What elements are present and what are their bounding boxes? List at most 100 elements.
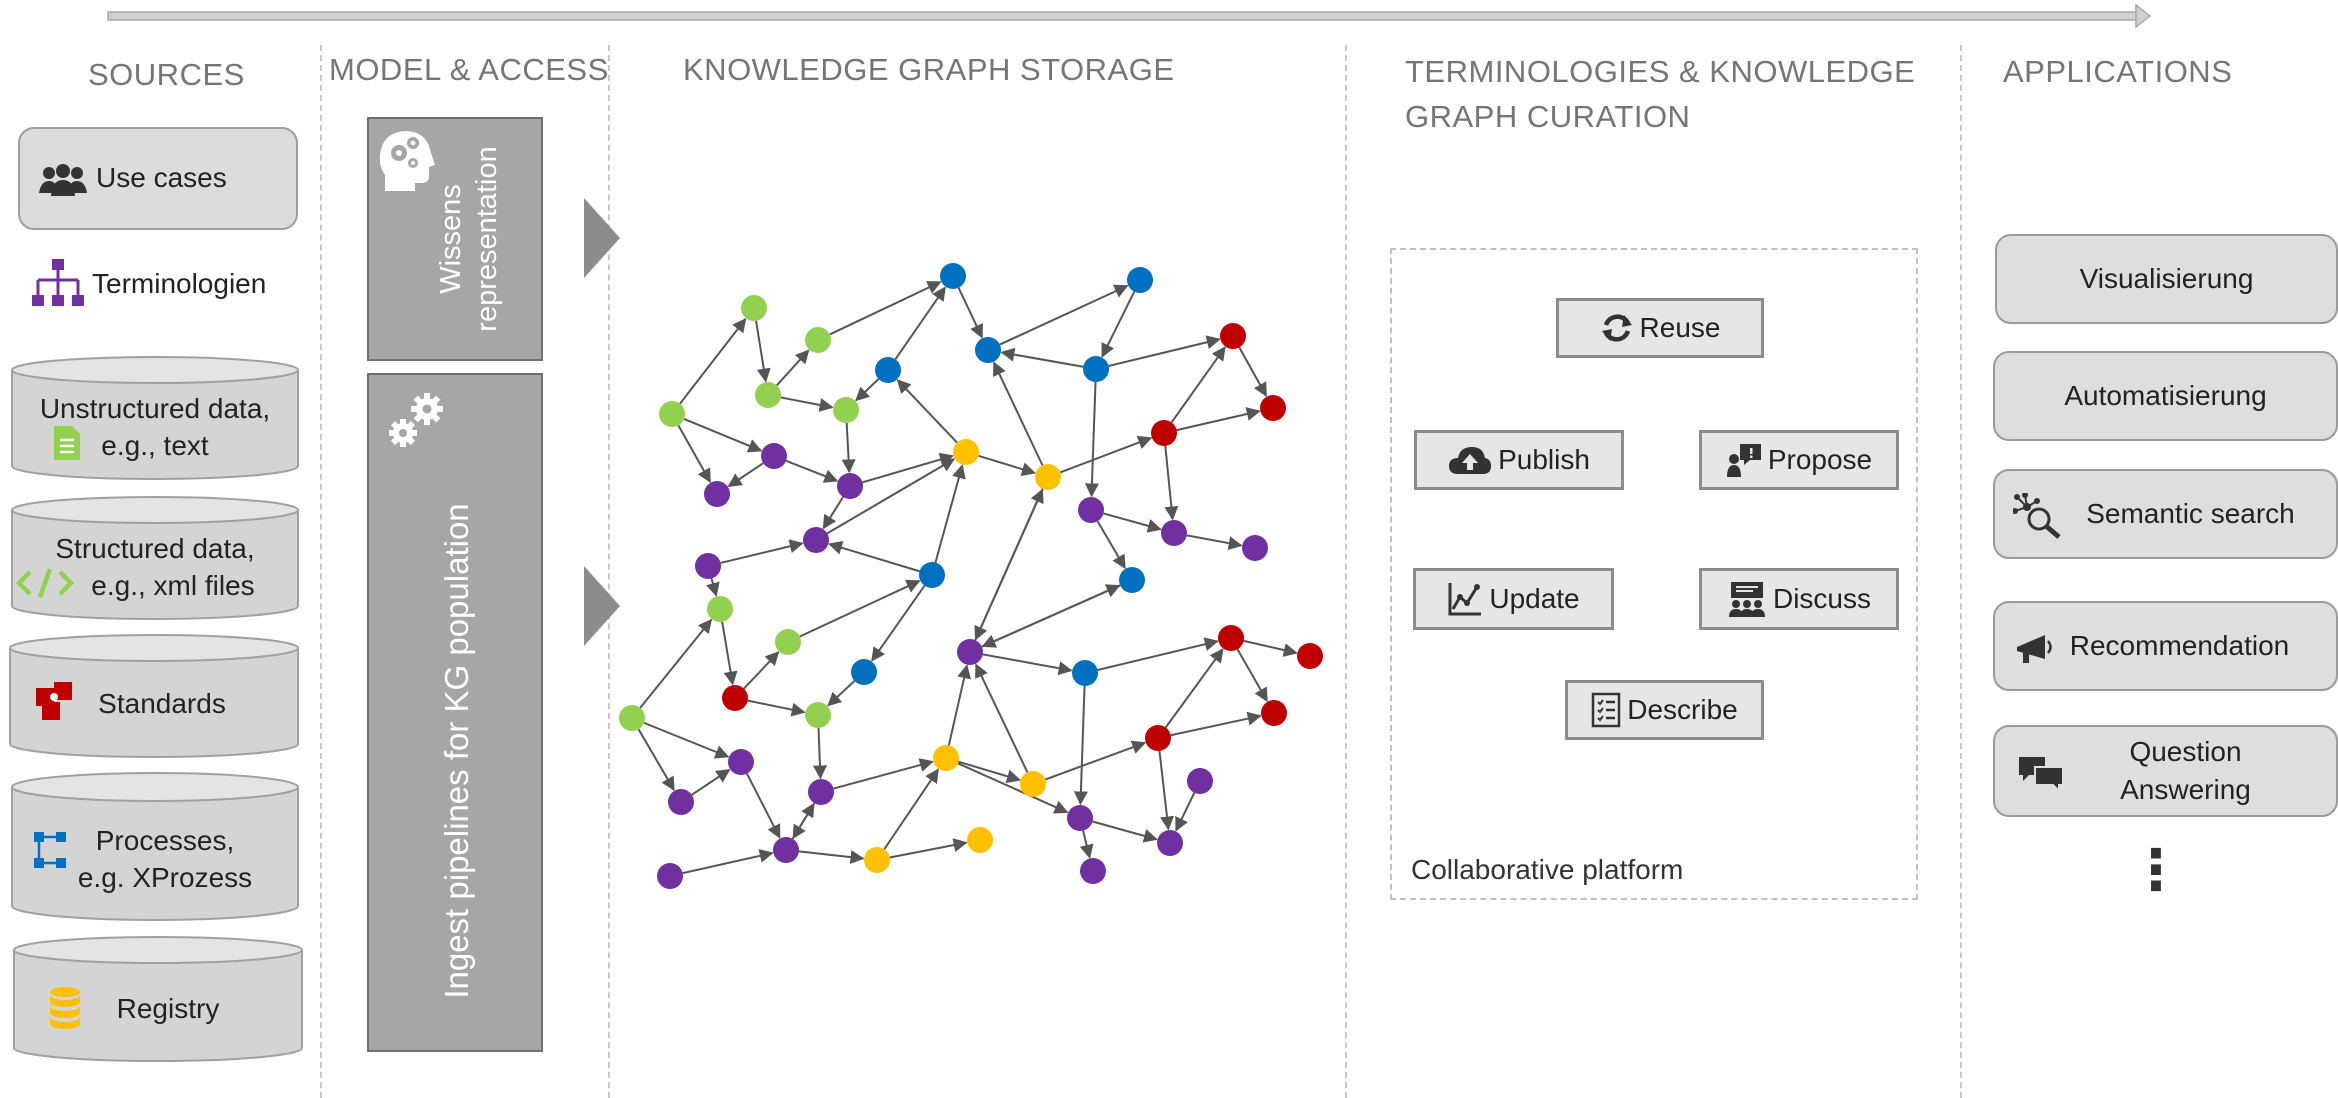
graph-edge xyxy=(747,699,806,717)
graph-edge xyxy=(958,760,1021,784)
graph-edge xyxy=(791,802,815,840)
discuss-label: Discuss xyxy=(1772,583,1871,614)
graph-edge xyxy=(746,773,781,839)
graph-node-green xyxy=(833,397,859,423)
graph-edge xyxy=(683,418,763,453)
graph-edge xyxy=(957,762,1069,814)
hierarchy-icon xyxy=(32,259,84,306)
qa-line1: Question xyxy=(2129,736,2242,767)
semantic-search-icon xyxy=(2013,493,2061,539)
graph-edge xyxy=(1176,407,1261,432)
graph-node-green xyxy=(755,382,781,408)
graph-edge xyxy=(862,452,954,484)
unstructured-data-cylinder: Unstructured data, e.g., text xyxy=(10,356,300,482)
graph-edge xyxy=(1238,346,1268,397)
standards-cylinder: Standards xyxy=(8,634,300,760)
graph-edge xyxy=(978,454,1036,476)
graph-edge xyxy=(1164,648,1224,729)
question-answering-button[interactable]: Question Answering xyxy=(1993,725,2338,817)
process-flow-icon xyxy=(34,832,66,868)
graph-edge xyxy=(1175,792,1196,832)
graph-node-purple xyxy=(803,527,829,553)
graph-edge xyxy=(1170,346,1226,423)
graph-edge xyxy=(975,663,1029,773)
graph-edge xyxy=(896,379,958,444)
document-icon xyxy=(54,426,80,460)
graph-edge xyxy=(691,768,731,796)
heading-applications: APPLICATIONS xyxy=(2003,54,2233,89)
graph-edge xyxy=(1236,648,1268,703)
graph-edge xyxy=(947,664,971,746)
graph-node-purple xyxy=(773,837,799,863)
graph-node-blue xyxy=(1119,567,1145,593)
graph-edge xyxy=(799,579,921,638)
automatisierung-button[interactable]: Automatisierung xyxy=(1993,351,2338,441)
graph-node-purple xyxy=(695,553,721,579)
graph-edge xyxy=(798,850,865,865)
graph-node-blue xyxy=(1127,267,1153,293)
graph-node-red xyxy=(1220,323,1246,349)
graph-edge xyxy=(981,584,1121,648)
graph-edge xyxy=(1000,347,1084,368)
graph-edge xyxy=(1164,445,1179,521)
graph-node-purple xyxy=(1067,805,1093,831)
graph-node-purple xyxy=(1078,497,1104,523)
use-cases-box: Use cases xyxy=(18,127,298,230)
graph-node-purple xyxy=(1187,768,1213,794)
graph-edge xyxy=(828,540,920,573)
graph-edge xyxy=(822,496,844,530)
meeting-icon xyxy=(1728,582,1765,617)
graph-edge xyxy=(720,539,804,564)
standards-label: Standards xyxy=(98,688,226,719)
graph-node-blue xyxy=(851,659,877,685)
registry-label: Registry xyxy=(116,993,220,1024)
collaborative-platform-label: Collaborative platform xyxy=(1411,854,1684,885)
graph-edge xyxy=(934,464,966,563)
divider-3 xyxy=(1345,45,1347,1098)
graph-edge xyxy=(1101,291,1136,358)
graph-node-green xyxy=(707,596,733,622)
graph-edge xyxy=(1108,335,1221,367)
graph-edge xyxy=(889,838,968,859)
graph-edge xyxy=(1044,740,1147,781)
divider-4 xyxy=(1960,45,1962,1098)
graph-node-red xyxy=(1145,725,1171,751)
graph-edge xyxy=(682,848,774,875)
graph-edge xyxy=(993,361,1044,466)
graph-node-yellow xyxy=(953,439,979,465)
registry-cylinder: Registry xyxy=(12,936,304,1064)
graph-node-red xyxy=(1218,625,1244,651)
graph-edge xyxy=(1097,637,1219,671)
reuse-button[interactable]: Reuse xyxy=(1556,298,1764,358)
graph-edge xyxy=(679,317,747,405)
recommendation-button[interactable]: Recommendation xyxy=(1993,601,2338,691)
processes-line1: Processes, xyxy=(95,825,235,856)
semantic-search-button[interactable]: Semantic search xyxy=(1993,469,2338,559)
structured-line2: e.g., xml files xyxy=(91,570,255,601)
ingest-pipelines-box: Ingest pipelines for KG population xyxy=(367,373,543,1052)
graph-node-red xyxy=(1260,395,1286,421)
graph-edge xyxy=(1170,711,1262,737)
heading-model-access: MODEL & ACCESS xyxy=(329,52,609,87)
graph-edge xyxy=(706,578,720,597)
use-cases-label: Use cases xyxy=(96,162,227,193)
graph-edge xyxy=(1079,830,1094,859)
publish-button[interactable]: Publish xyxy=(1414,430,1624,490)
graph-node-red xyxy=(722,685,748,711)
graph-node-blue xyxy=(975,337,1001,363)
chart-line-icon xyxy=(1448,583,1482,616)
discuss-button[interactable]: Discuss xyxy=(1699,568,1899,630)
graph-node-purple xyxy=(728,749,754,775)
graph-node-red xyxy=(1297,643,1323,669)
graph-node-purple xyxy=(657,863,683,889)
graph-edge xyxy=(776,349,810,387)
update-button[interactable]: Update xyxy=(1413,568,1614,630)
graph-node-blue xyxy=(1072,660,1098,686)
graph-edge xyxy=(833,758,934,790)
graph-edge xyxy=(677,424,712,484)
visualisierung-button[interactable]: Visualisierung xyxy=(1995,234,2338,324)
describe-button[interactable]: Describe xyxy=(1565,680,1764,740)
propose-button[interactable]: Propose xyxy=(1699,430,1899,490)
graph-edge xyxy=(785,459,839,483)
graph-node-yellow xyxy=(1035,464,1061,490)
